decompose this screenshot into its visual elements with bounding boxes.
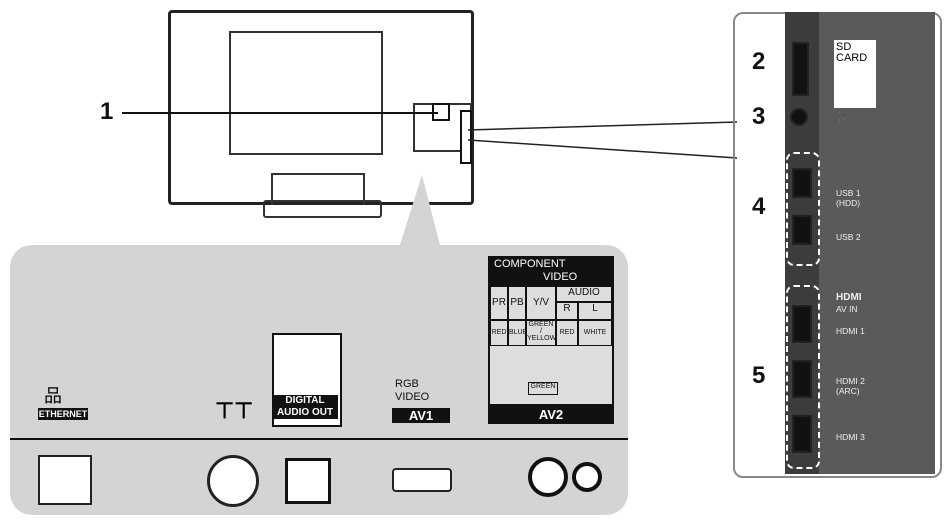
usb1-sub-label: (HDD)	[836, 198, 861, 208]
usb2-port[interactable]	[792, 215, 812, 245]
callout-4: 4	[752, 193, 766, 220]
pb-cell: PB	[508, 286, 526, 320]
cable-illustration: GREEN	[490, 346, 612, 404]
hdmi3-label: HDMI 3	[836, 432, 865, 442]
component-label: COMPONENT	[494, 258, 566, 270]
hdmi2-port[interactable]	[792, 360, 812, 398]
av2-rca-port[interactable]	[528, 457, 568, 497]
sd-card-box: SD CARD	[834, 40, 876, 108]
av2-label: AV2	[538, 407, 564, 422]
stand	[271, 173, 365, 205]
blue-cell: BLUE	[508, 320, 527, 346]
green-yellow-cell: GREEN / YELLOW	[526, 320, 556, 346]
usb1-label: USB 1	[836, 188, 861, 198]
vesa-plate	[229, 31, 383, 155]
antenna-port[interactable]	[207, 455, 259, 507]
digital-audio-out-label: DIGITAL AUDIO OUT	[272, 395, 338, 419]
callout-3: 3	[752, 103, 766, 130]
yv-cell: Y/V	[526, 286, 556, 320]
hdmi-logo: HDMI	[836, 292, 862, 303]
video-label: VIDEO	[543, 271, 578, 283]
side-terminals	[460, 110, 472, 164]
hdmi-group	[786, 285, 820, 469]
sd-card-slot[interactable]	[792, 42, 809, 96]
usb1-port[interactable]	[792, 168, 812, 198]
callout-5: 5	[752, 362, 766, 389]
video-label: VIDEO	[395, 391, 430, 403]
green-label: GREEN	[528, 382, 558, 395]
rgb-label: RGB	[395, 378, 419, 390]
audio-cell: AUDIO	[556, 286, 612, 302]
pr-cell: PR	[490, 286, 508, 320]
av2-audio-port[interactable]	[572, 462, 602, 492]
network-icon: 品	[44, 386, 62, 406]
red-cell: RED	[490, 320, 508, 346]
stand-base	[263, 200, 382, 218]
hdmi1-label: HDMI 1	[836, 326, 865, 336]
hdmi2-sub-label: (ARC)	[836, 386, 860, 396]
av1-label: AV1	[392, 408, 450, 423]
hdmi3-port[interactable]	[792, 415, 812, 453]
leader-line-1	[122, 112, 438, 114]
tv-rear-view	[168, 10, 474, 205]
l-cell: L	[578, 302, 612, 320]
sd-card-label: SD CARD	[836, 41, 868, 64]
hdmi1-port[interactable]	[792, 305, 812, 343]
usb-group	[786, 152, 820, 266]
scart-port[interactable]	[392, 468, 452, 492]
white-cell: WHITE	[578, 320, 612, 346]
ethernet-label: ETHERNET	[38, 408, 88, 420]
headphone-icon: 🎧	[836, 112, 847, 122]
optical-port[interactable]	[285, 458, 331, 504]
usb2-label: USB 2	[836, 232, 861, 242]
hdmi2-label: HDMI 2	[836, 376, 865, 386]
headphone-jack[interactable]	[790, 108, 808, 126]
r-cell: R	[556, 302, 578, 320]
antenna-icon: ⊤⊤	[215, 398, 254, 423]
callout-1: 1	[100, 98, 114, 125]
callout-2: 2	[752, 48, 766, 75]
ethernet-port[interactable]	[38, 455, 92, 505]
red-audio-cell: RED	[556, 320, 578, 346]
av-in-label: AV IN	[836, 304, 858, 314]
av2-legend: COMPONENT VIDEO PR PB Y/V AUDIO R L RED …	[488, 256, 614, 424]
divider	[10, 438, 628, 440]
